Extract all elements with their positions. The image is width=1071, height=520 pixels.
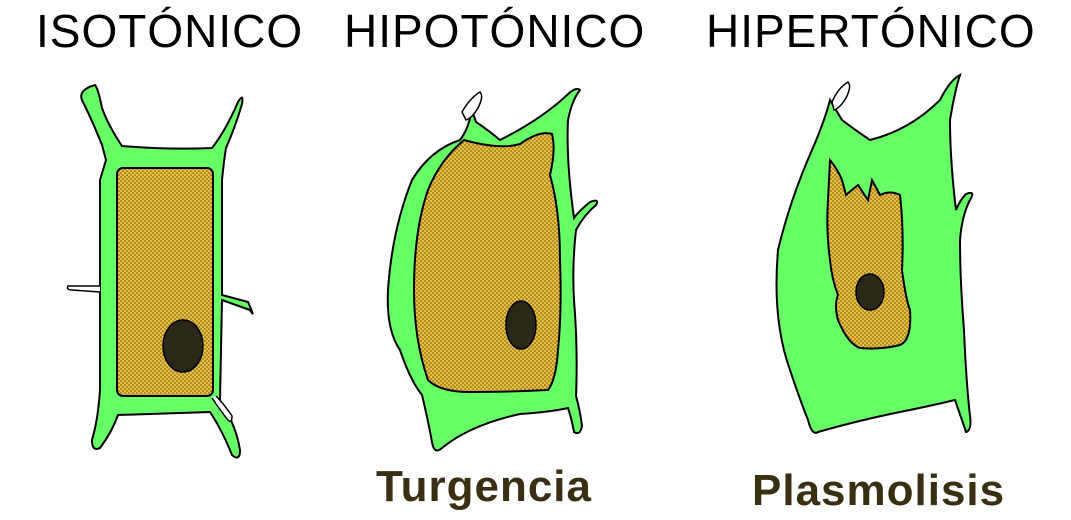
hypotonic-cell <box>388 89 597 451</box>
isotonic-pit-left <box>68 286 101 292</box>
hypertonic-nucleus <box>856 274 884 310</box>
caption-plasmolisis: Plasmolisis <box>752 466 1005 516</box>
hypertonic-cell <box>777 75 973 433</box>
hypotonic-pit-top <box>462 92 482 120</box>
hypotonic-cytoplasm <box>414 133 561 392</box>
hypertonic-pit-top <box>832 82 850 110</box>
caption-turgencia: Turgencia <box>376 462 592 512</box>
isotonic-nucleus <box>163 320 203 372</box>
isotonic-cell <box>68 85 253 458</box>
hypotonic-nucleus <box>506 301 536 349</box>
